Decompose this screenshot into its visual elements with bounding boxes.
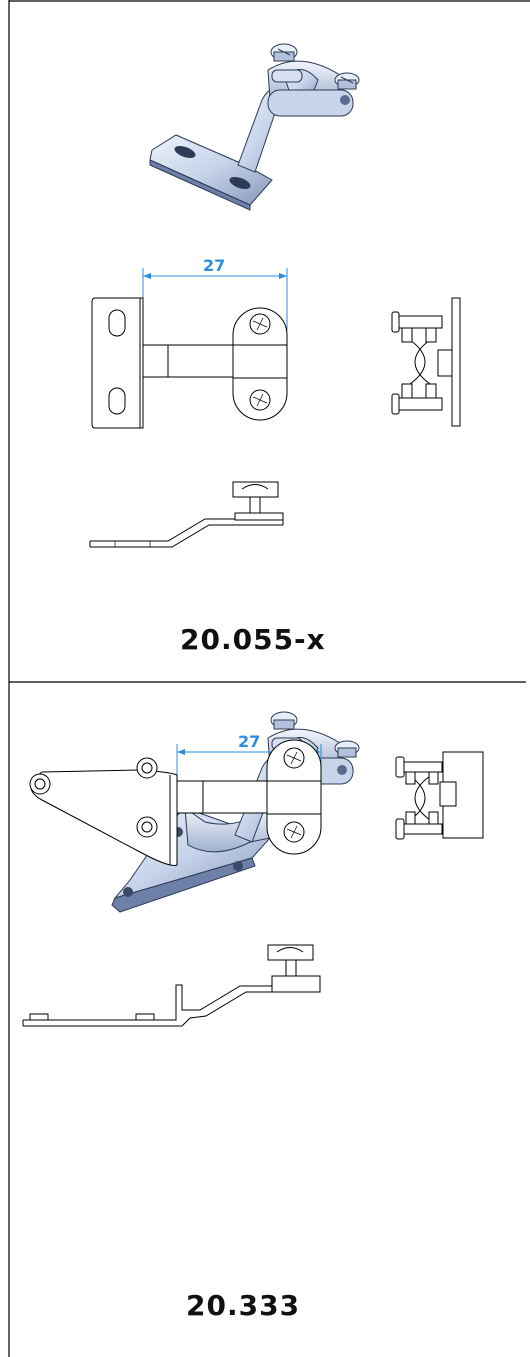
part1-front-view (91, 297, 288, 429)
part1-top-view (89, 481, 284, 548)
part1-dimension-label: 27 (203, 256, 225, 275)
part1-number: 20.055-x (180, 623, 326, 656)
part2-front-view (29, 739, 322, 866)
part2-dimension-label: 27 (238, 732, 260, 751)
part2-number: 20.333 (186, 1289, 300, 1322)
part2-top-view (22, 944, 321, 1027)
part1-dimension-27: 27 (142, 256, 288, 330)
part2-side-view (395, 751, 484, 840)
part1-side-view (391, 297, 461, 427)
part1-isometric-view (149, 43, 360, 211)
